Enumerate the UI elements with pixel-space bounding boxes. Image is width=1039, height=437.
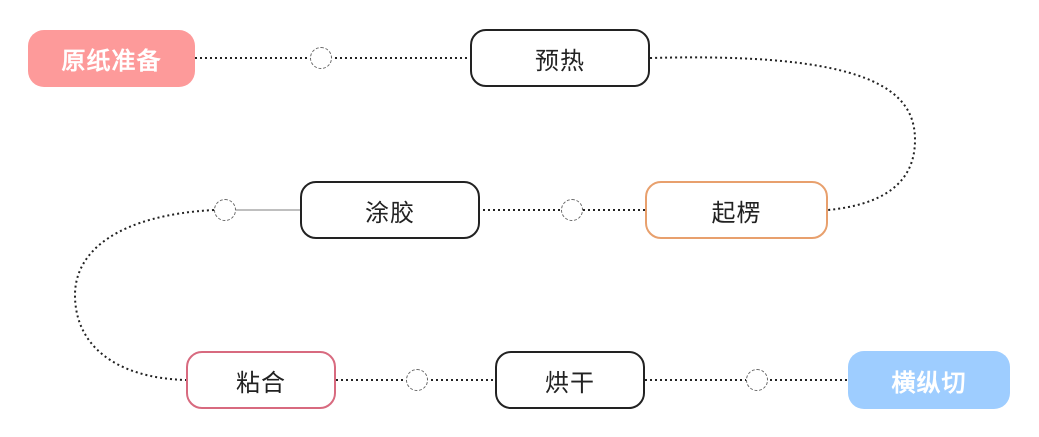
step-node-gluing: 涂胶 xyxy=(300,181,480,239)
step-label: 原纸准备 xyxy=(61,47,162,75)
step-label: 预热 xyxy=(535,46,585,75)
step-node-corrugating: 起楞 xyxy=(645,181,828,239)
connector-circle xyxy=(561,199,583,221)
step-label: 起楞 xyxy=(711,198,762,227)
connector-circle xyxy=(310,47,332,69)
connector-circle xyxy=(214,199,236,221)
flow-curve-2-3 xyxy=(649,56,917,211)
step-label: 粘合 xyxy=(236,368,286,397)
flow-curve-4-5 xyxy=(73,209,215,381)
step-label: 烘干 xyxy=(545,368,595,397)
step-node-drying: 烘干 xyxy=(495,351,645,409)
step-node-bonding: 粘合 xyxy=(186,351,336,409)
connector-circle xyxy=(746,369,768,391)
step-node-preheat: 预热 xyxy=(470,29,650,87)
step-label: 涂胶 xyxy=(365,198,415,227)
connector-circle xyxy=(406,369,428,391)
step-node-raw-paper-prep: 原纸准备 xyxy=(28,30,195,87)
step-node-cross-cutting: 横纵切 xyxy=(848,351,1010,409)
step-label: 横纵切 xyxy=(891,368,967,397)
